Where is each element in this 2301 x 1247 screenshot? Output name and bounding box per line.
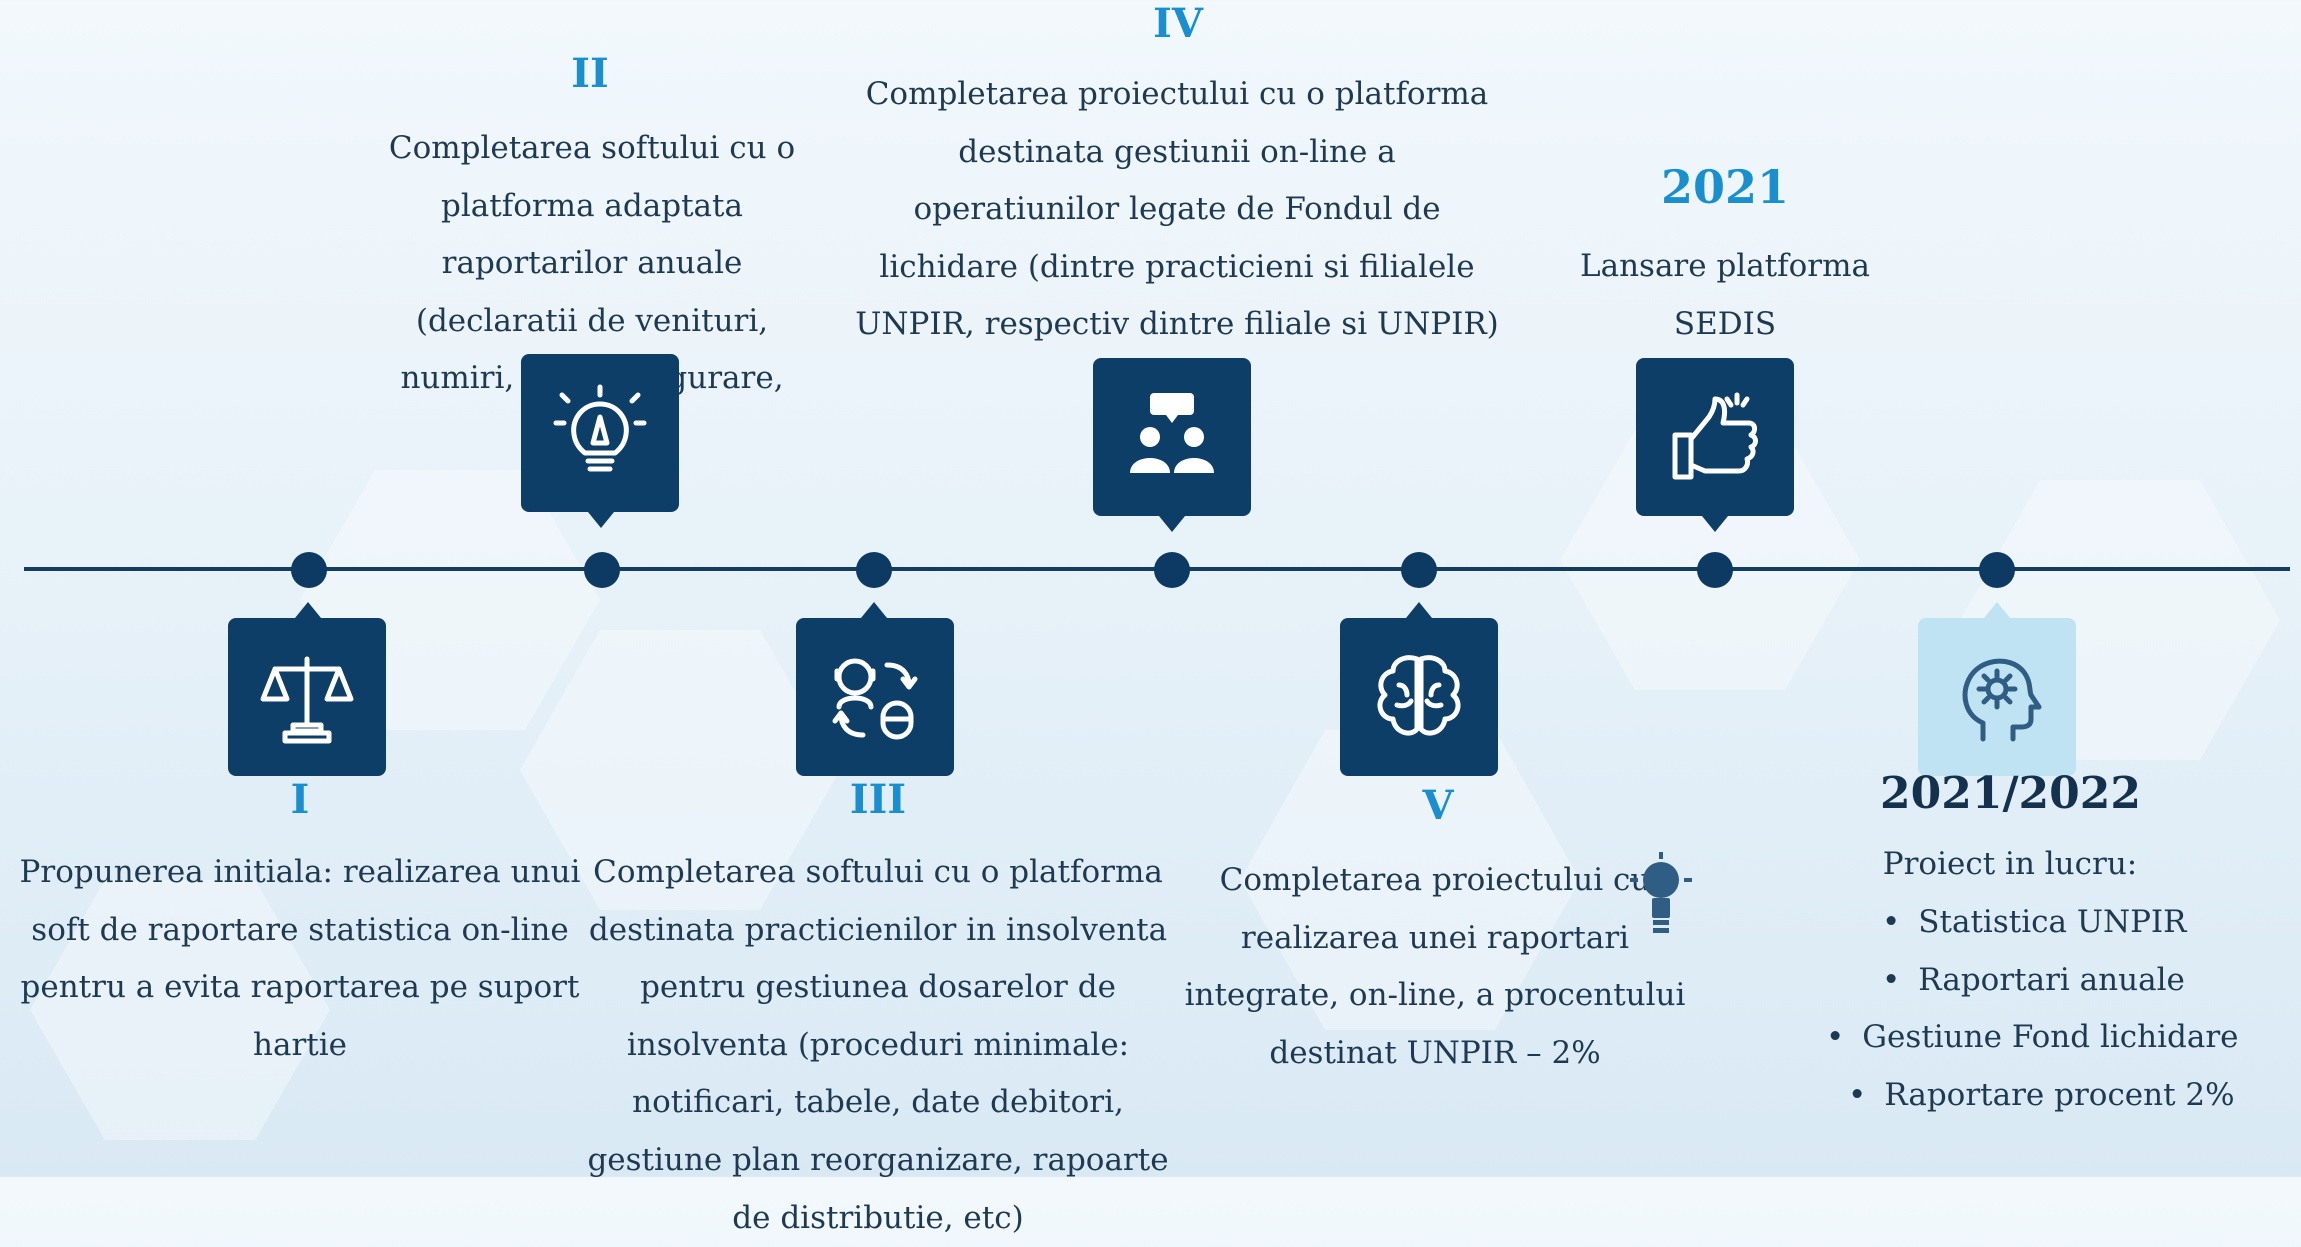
pointer-6 [1702,516,1728,532]
stage-7-bullets: Statistica UNPIR Raportari anuale Gestiu… [1826,894,2239,1125]
stage-5-text: Completarea proiectului cu realizarea un… [1184,862,1686,1071]
stage-2-label: II [571,50,609,97]
stage-2-box [521,354,679,512]
meeting-people-icon [1122,387,1222,487]
lightbulb-icon [1626,850,1696,940]
pointer-4 [1159,516,1185,532]
head-gear-icon [1947,647,2047,747]
stage-1-box [228,618,386,776]
stage-6-label: 2021 [1660,160,1790,214]
timeline-dot-6 [1697,552,1733,588]
pointer-7 [1984,602,2010,618]
timeline-dot-7 [1979,552,2015,588]
stage-4-box [1093,358,1251,516]
timeline-dot-1 [291,552,327,588]
timeline-dot-3 [856,552,892,588]
stage-7-box [1918,618,2076,776]
support-exchange-icon [825,647,925,747]
stage-6-box [1636,358,1794,516]
pointer-1 [295,602,321,618]
stage-6-text: Lansare platforma SEDIS [1580,248,1870,342]
scales-icon [257,647,357,747]
thumbs-up-icon [1665,387,1765,487]
timeline-dot-4 [1154,552,1190,588]
pointer-2 [588,512,614,528]
stage-4-label: IV [1153,0,1203,47]
stage-1-label: I [290,776,310,823]
pointer-3 [861,602,887,618]
lightbulb-pencil-icon [550,383,650,483]
stage-5-box [1340,618,1498,776]
bullet-item: Raportare procent 2% [1848,1067,2239,1125]
stage-3-label: III [849,776,907,823]
stage-3-box [796,618,954,776]
stage-1-text: Propunerea initiala: realizarea unui sof… [19,854,581,1063]
stage-3-text: Completarea softului cu o platforma dest… [587,854,1169,1236]
pointer-5 [1406,602,1432,618]
bullet-item: Statistica UNPIR [1882,894,2239,952]
stage-4-text: Completarea proiectului cu o platforma d… [855,76,1499,343]
timeline-dot-5 [1401,552,1437,588]
bullet-item: Raportari anuale [1882,952,2239,1010]
bullet-item: Gestiune Fond lichidare [1826,1009,2238,1067]
stage-7-text: Proiect in lucru: [1882,846,2138,882]
stage-5-label: V [1422,782,1454,829]
stage-7-label: 2021/2022 [1880,768,2141,819]
brain-icon [1369,647,1469,747]
timeline-dot-2 [584,552,620,588]
